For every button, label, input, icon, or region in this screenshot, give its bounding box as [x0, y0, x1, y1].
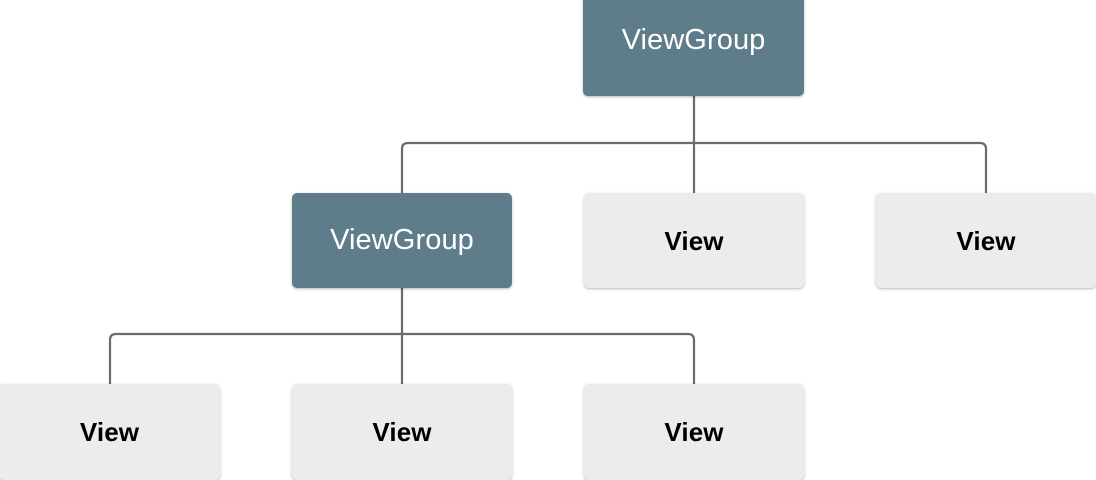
node-label: View [956, 225, 1016, 256]
node-grandchild-view-2[interactable]: View [292, 384, 512, 480]
node-root-viewgroup[interactable]: ViewGroup [583, 0, 804, 96]
node-label: View [372, 417, 432, 447]
node-label: View [664, 417, 724, 447]
node-child-viewgroup[interactable]: ViewGroup [292, 193, 512, 288]
node-child-view-1[interactable]: View [584, 193, 804, 288]
node-label: ViewGroup [330, 224, 474, 256]
node-label: ViewGroup [621, 23, 766, 56]
node-grandchild-view-3[interactable]: View [584, 384, 804, 480]
node-label: View [79, 417, 140, 447]
node-grandchild-view-1[interactable]: View [0, 384, 220, 480]
connector-child1-bus [108, 332, 696, 384]
connector-root-bus [400, 141, 988, 193]
node-label: View [664, 225, 724, 256]
node-child-view-2[interactable]: View [876, 193, 1096, 288]
